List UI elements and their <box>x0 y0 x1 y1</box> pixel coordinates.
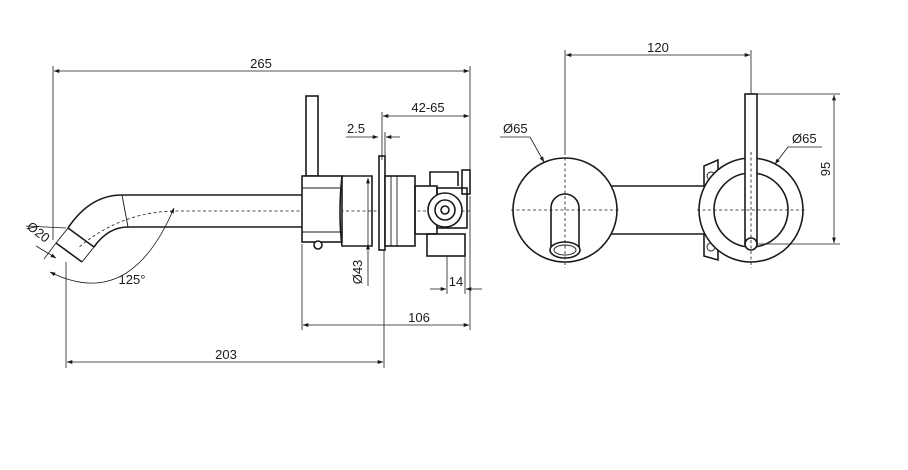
wall-valve <box>414 169 471 257</box>
side-view: 265 42-65 2.5 Ø43 14 <box>24 56 482 368</box>
wall-plate <box>378 155 416 251</box>
dim-o65-mixer: Ø65 <box>774 131 822 165</box>
dim-14: 14 <box>430 256 482 294</box>
dim-o43-label: Ø43 <box>350 260 365 285</box>
dim-o65-mixer-label: Ø65 <box>792 131 817 146</box>
dim-120-label: 120 <box>647 40 669 55</box>
dim-203: 203 <box>65 250 385 368</box>
dim-95-label: 95 <box>818 162 833 176</box>
dim-2-5-label: 2.5 <box>347 121 365 136</box>
dim-o43: Ø43 <box>350 177 370 286</box>
dim-125-label: 125° <box>119 272 146 287</box>
mixer-body <box>301 175 373 250</box>
dim-o20-label: Ø20 <box>24 219 53 246</box>
dim-106-label: 106 <box>408 310 430 325</box>
dim-106: 106 <box>301 196 471 330</box>
dim-95: 95 <box>757 93 840 245</box>
front-view: 120 95 Ø65 Ø65 <box>500 40 840 268</box>
spout-outline <box>55 194 302 263</box>
dim-42-65-label: 42-65 <box>411 100 444 115</box>
dim-125: 125° <box>49 207 175 287</box>
dim-2-5: 2.5 <box>346 121 400 156</box>
dim-203-label: 203 <box>215 347 237 362</box>
mixer-plate <box>697 93 805 268</box>
lever-handle <box>305 95 319 177</box>
dim-o65-spout: Ø65 <box>500 121 545 163</box>
dim-265-label: 265 <box>250 56 272 71</box>
dim-42-65: 42-65 <box>381 100 470 160</box>
spout-plate <box>511 152 619 268</box>
dim-14-label: 14 <box>449 274 463 289</box>
dim-120: 120 <box>564 40 752 152</box>
dim-o65-spout-label: Ø65 <box>503 121 528 136</box>
